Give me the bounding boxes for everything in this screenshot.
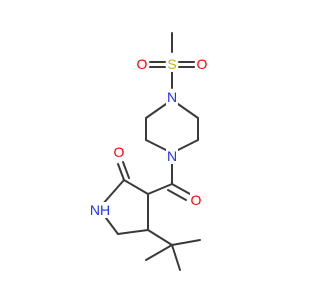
nitrogen-bottom-label-bg [166, 148, 178, 164]
nitrogen-piperazine-bottom-atom: N [167, 148, 177, 164]
oxygen-right-label-bg [196, 56, 208, 72]
nitrogen-piperazine-top-atom: N [167, 89, 177, 105]
nh-label-bg [88, 202, 112, 218]
oxygen-amide-atom: O [191, 192, 202, 208]
sulfur-atom: S [167, 56, 176, 72]
oxygen-left-label-bg [136, 56, 148, 72]
bond-ring-c2-n2 [145, 139, 167, 151]
oxygen-sulfonyl-left-atom: O [137, 56, 148, 72]
bond-tert-butyl-methyl-right [171, 239, 201, 246]
background [0, 0, 300, 300]
bond-ring-c4-n1 [177, 103, 199, 119]
bond-tert-butyl-methyl-left [145, 244, 173, 261]
bond-carbonyl-oxygen-a [171, 183, 191, 195]
molecule-diagram: S O O N N O O NH [0, 0, 300, 300]
bonds [101, 32, 201, 271]
oxygen-sulfonyl-right-atom: O [197, 56, 208, 72]
oxygen-amide-label-bg [190, 192, 202, 208]
structure-svg: S O O N N O O NH [0, 0, 300, 300]
bond-ring-carbon-lactam-carbon [123, 179, 149, 195]
bond-nitrogen-ring-carbon [105, 217, 119, 235]
bond-ring-carbon-tert-butyl [147, 229, 173, 246]
oxygen-lactam-atom: O [114, 144, 125, 160]
oxygen-lactam-label-bg [113, 144, 125, 160]
bond-lactam-carbon-nitrogen [101, 179, 125, 206]
bond-carbonyl-oxygen-b [167, 189, 187, 201]
sulfur-label-bg [166, 56, 178, 72]
nitrogen-lactam-atom: NH [90, 202, 110, 218]
bond-ring-n2-c3 [177, 139, 199, 151]
nitrogen-top-label-bg [166, 89, 178, 105]
bond-lactam-carbon-oxygen-b [122, 161, 130, 179]
bond-ring-n1-c1 [145, 103, 167, 119]
atom-labels: S O O N N O O NH [88, 56, 208, 218]
bond-lactam-carbon-oxygen-a [117, 163, 125, 181]
bond-ring-carbon-ring-carbon [117, 229, 149, 235]
bond-tert-butyl-methyl-bottom [171, 244, 181, 271]
bond-carbonyl-carbon-ring-carbon [147, 183, 173, 195]
